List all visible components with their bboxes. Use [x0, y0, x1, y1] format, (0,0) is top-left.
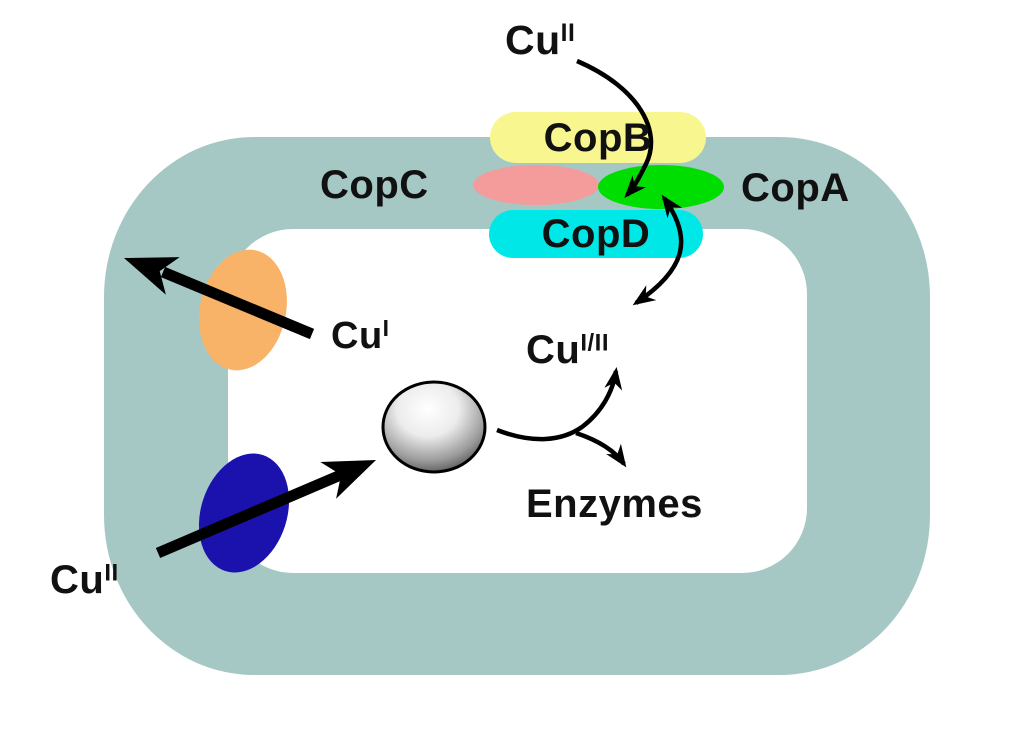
cu-base-text: Cu [526, 328, 581, 372]
copd-label: CopD [489, 210, 703, 258]
cu-sup-text: II [104, 559, 119, 587]
cu-base-text: Cu [505, 17, 561, 63]
copb-label: CopB [490, 112, 706, 163]
cu-cytoplasmic-label: CuI/II [526, 330, 609, 370]
copc-text: CopC [320, 163, 429, 207]
cu2-uptake-arrow [576, 58, 654, 199]
cu-sup-text: I [382, 315, 390, 342]
enzymes-label: Enzymes [526, 484, 703, 524]
copa-shape [598, 165, 724, 209]
cu2-import-label: CuII [50, 560, 119, 600]
copa-label: CopA [741, 168, 850, 208]
copc-shape [473, 165, 599, 205]
sphere-to-enzymes-arrow [575, 430, 627, 468]
copc-label: CopC [320, 165, 429, 205]
copa-cu-exchange-arrow [632, 194, 684, 306]
cu2-influx-arrow [155, 460, 376, 559]
enzymes-text: Enzymes [526, 482, 703, 526]
copb-text: CopB [543, 115, 653, 160]
cell-cytoplasm [228, 229, 807, 573]
cu1-efflux-arrow [124, 257, 315, 340]
copd-text: CopD [541, 212, 651, 256]
cu1-export-label: CuI [331, 317, 390, 355]
cu-sup-text: I/II [580, 329, 609, 357]
sphere-to-cu-arrow [496, 366, 623, 442]
cu-base-text: Cu [50, 558, 105, 602]
cu-sup-text: II [560, 20, 576, 48]
copa-text: CopA [741, 166, 850, 210]
cu2-extracellular-label: CuII [505, 20, 575, 61]
copper-chaperone-sphere [381, 380, 487, 474]
cu-base-text: Cu [331, 315, 383, 357]
